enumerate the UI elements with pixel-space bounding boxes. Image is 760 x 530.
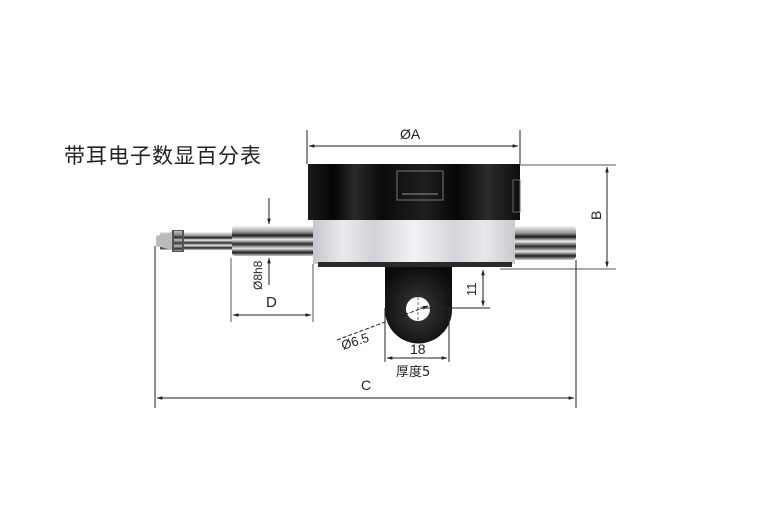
spindle-left <box>156 226 314 256</box>
spindle-cap-right <box>514 226 576 260</box>
label-stem-diameter: Ø8h8 <box>251 260 265 290</box>
dimension-lug-width: 18 厚度5 <box>384 308 450 380</box>
dimension-lug-offset: 11 <box>420 269 490 309</box>
label-diameter-a: ØA <box>400 126 421 142</box>
dimension-b: B <box>500 164 616 270</box>
gauge-body <box>308 164 521 267</box>
label-lug-thickness: 厚度5 <box>396 364 430 380</box>
dimension-d: D <box>230 258 314 322</box>
label-lug-width: 18 <box>410 341 426 357</box>
label-lug-offset: 11 <box>464 283 479 297</box>
dimension-a: ØA <box>306 126 521 164</box>
diagram-title: 带耳电子数显百分表 <box>64 144 262 168</box>
dimension-c: C <box>154 246 577 408</box>
label-stem-length-d: D <box>266 294 277 311</box>
mounting-lug <box>385 267 452 344</box>
label-hole-diameter: Ø6.5 <box>339 330 370 353</box>
dimension-stem-diameter: Ø8h8 <box>251 198 271 290</box>
label-height-b: B <box>588 211 604 220</box>
label-total-length-c: C <box>361 377 371 393</box>
